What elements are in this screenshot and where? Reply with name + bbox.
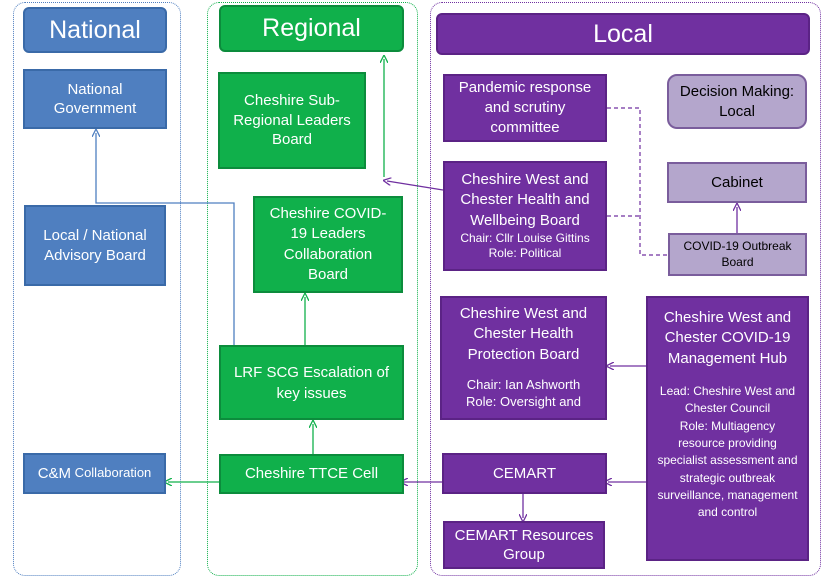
hpb-chair: Chair: Ian Ashworth	[466, 376, 581, 392]
cm-label: C&M	[37, 464, 72, 482]
sub-regional-leaders-box: Cheshire Sub-Regional Leaders Board	[218, 72, 366, 169]
national-header: National	[23, 7, 167, 53]
pandemic-committee-box: Pandemic response and scrutiny committee	[443, 74, 607, 142]
lrf-scg-box: LRF SCG Escalation of key issues	[219, 345, 404, 420]
decision-making-box: Decision Making: Local	[667, 74, 807, 129]
hwb-to-regional-line	[387, 181, 444, 191]
regional-header: Regional	[219, 5, 404, 52]
cemart-resources-box: CEMART Resources Group	[443, 521, 605, 569]
health-wellbeing-board-box: Cheshire West and Chester Health and Wel…	[443, 161, 607, 271]
health-protection-board-box: Cheshire West and Chester Health Protect…	[440, 296, 607, 420]
hwb-chair: Chair: Cllr Louise Gittins	[460, 230, 590, 245]
hub-lead: Lead: Cheshire West and Chester Council	[659, 383, 796, 416]
cemart-box: CEMART	[442, 453, 607, 494]
cm-collaboration-box: C&M Collaboration	[23, 453, 166, 494]
pandemic-dashed-link	[607, 107, 668, 256]
covid-management-hub-box: Cheshire West and Chester COVID-19 Manag…	[646, 296, 809, 561]
national-column-frame	[13, 2, 181, 576]
local-column-frame	[430, 2, 821, 576]
hpb-role: Role: Oversight and	[466, 393, 581, 409]
hub-role: Role: Multiagency resource providing spe…	[657, 418, 798, 520]
advisory-to-government-line	[96, 133, 235, 345]
hwb-title: Cheshire West and Chester Health and Wel…	[460, 171, 590, 229]
hub-title: Cheshire West and Chester COVID-19 Manag…	[663, 309, 792, 367]
regional-column-frame	[207, 2, 418, 576]
national-government-box: National Government	[23, 69, 167, 129]
hpb-title: Cheshire West and Chester Health Protect…	[459, 305, 588, 363]
covid-outbreak-board-box: COVID-19 Outbreak Board	[668, 233, 807, 276]
ttce-cell-box: Cheshire TTCE Cell	[219, 454, 404, 494]
hwb-role: Role: Political	[488, 246, 562, 261]
local-header: Local	[436, 13, 810, 55]
advisory-board-box: Local / National Advisory Board	[24, 205, 166, 286]
cm-collaboration-label: Collaboration	[71, 465, 152, 481]
covid-leaders-box: Cheshire COVID-19 Leaders Collaboration …	[253, 196, 403, 293]
cabinet-box: Cabinet	[667, 162, 807, 203]
